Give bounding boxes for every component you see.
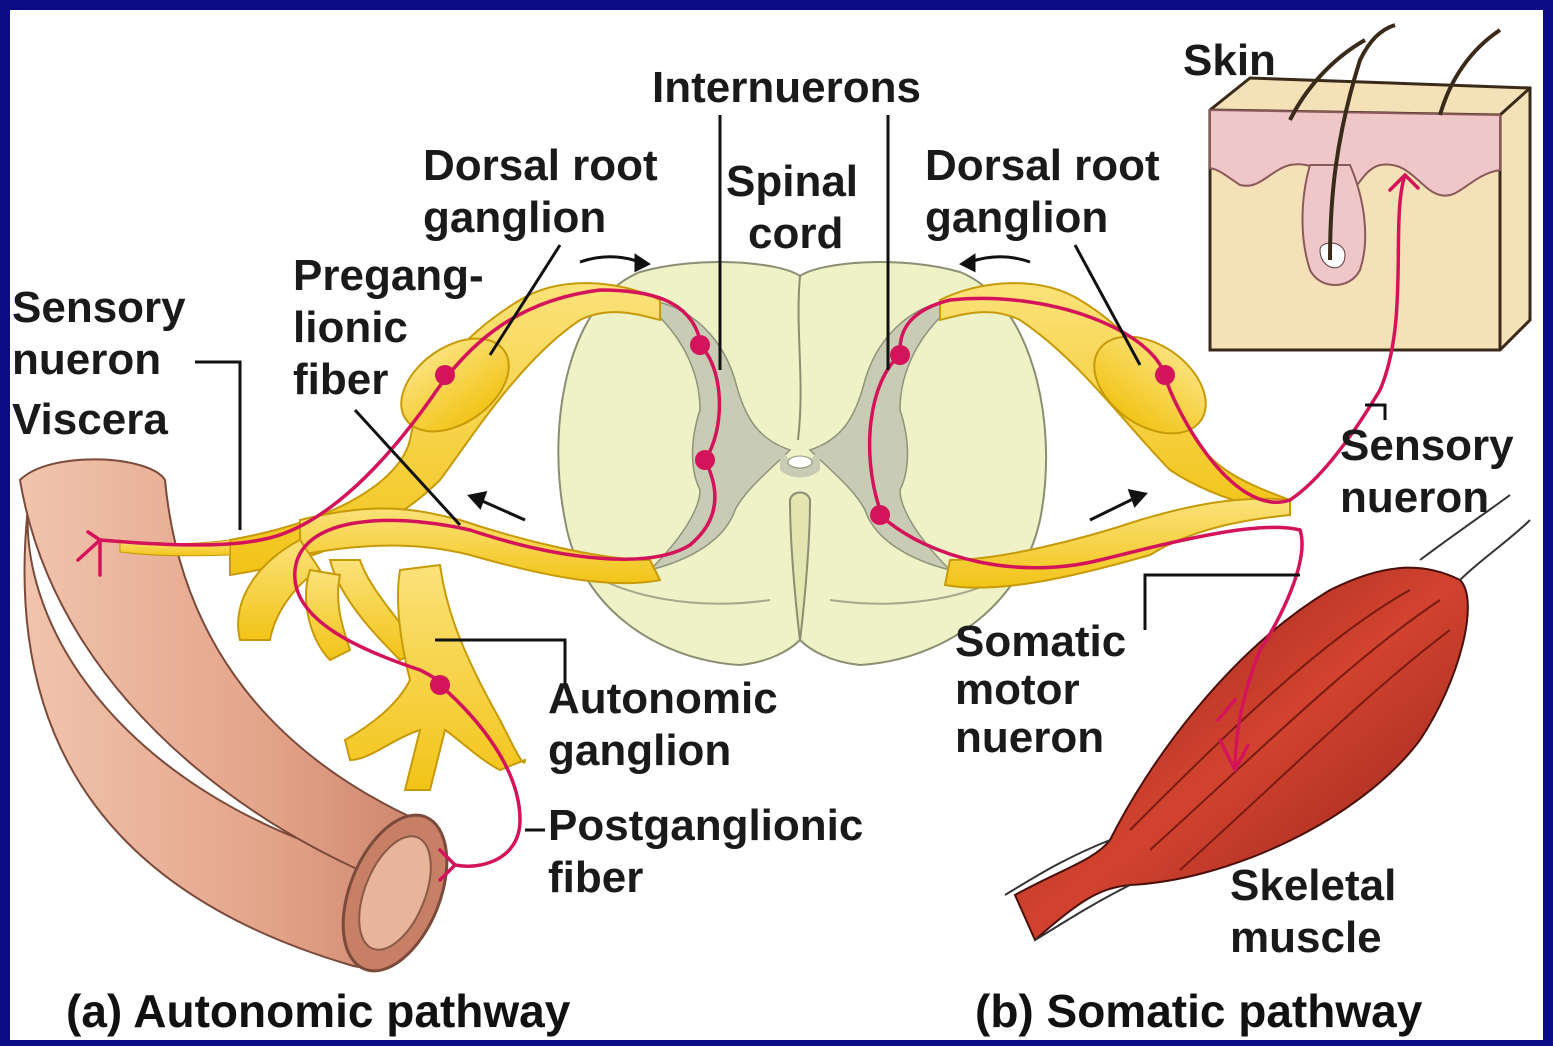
label-dorsal-root-left-2: ganglion <box>423 192 606 244</box>
label-spinal-cord-2: cord <box>748 208 843 260</box>
label-dorsal-root-right-1: Dorsal root <box>925 140 1160 192</box>
label-internuerons: Internuerons <box>652 62 921 114</box>
caption-autonomic-pathway: (a) Autonomic pathway <box>66 984 570 1038</box>
label-dorsal-root-left-1: Dorsal root <box>423 140 658 192</box>
label-autonomic-ganglion-1: Autonomic <box>548 673 778 725</box>
label-dorsal-root-right-2: ganglion <box>925 192 1108 244</box>
label-sensory-left-2: nueron <box>12 334 161 386</box>
label-preganglionic-2: lionic <box>293 302 408 354</box>
label-postganglionic-1: Postganglionic <box>548 800 863 852</box>
label-spinal-cord-1: Spinal <box>726 156 858 208</box>
label-somatic-1: Somatic <box>955 616 1126 668</box>
label-skeletal-1: Skeletal <box>1230 860 1396 912</box>
caption-somatic-pathway: (b) Somatic pathway <box>975 984 1422 1038</box>
label-preganglionic-3: fiber <box>293 354 388 406</box>
label-preganglionic-1: Pregang- <box>293 250 484 302</box>
label-somatic-3: nueron <box>955 712 1104 764</box>
label-sensory-right-1: Sensory <box>1340 420 1514 472</box>
label-sensory-right-2: nueron <box>1340 472 1489 524</box>
label-viscera: Viscera <box>12 394 168 446</box>
label-somatic-2: motor <box>955 664 1080 716</box>
spinal-cord <box>558 262 1046 665</box>
label-postganglionic-2: fiber <box>548 852 643 904</box>
label-skin: Skin <box>1183 35 1276 87</box>
label-skeletal-2: muscle <box>1230 912 1382 964</box>
label-sensory-left-1: Sensory <box>12 282 186 334</box>
label-autonomic-ganglion-2: ganglion <box>548 725 731 777</box>
